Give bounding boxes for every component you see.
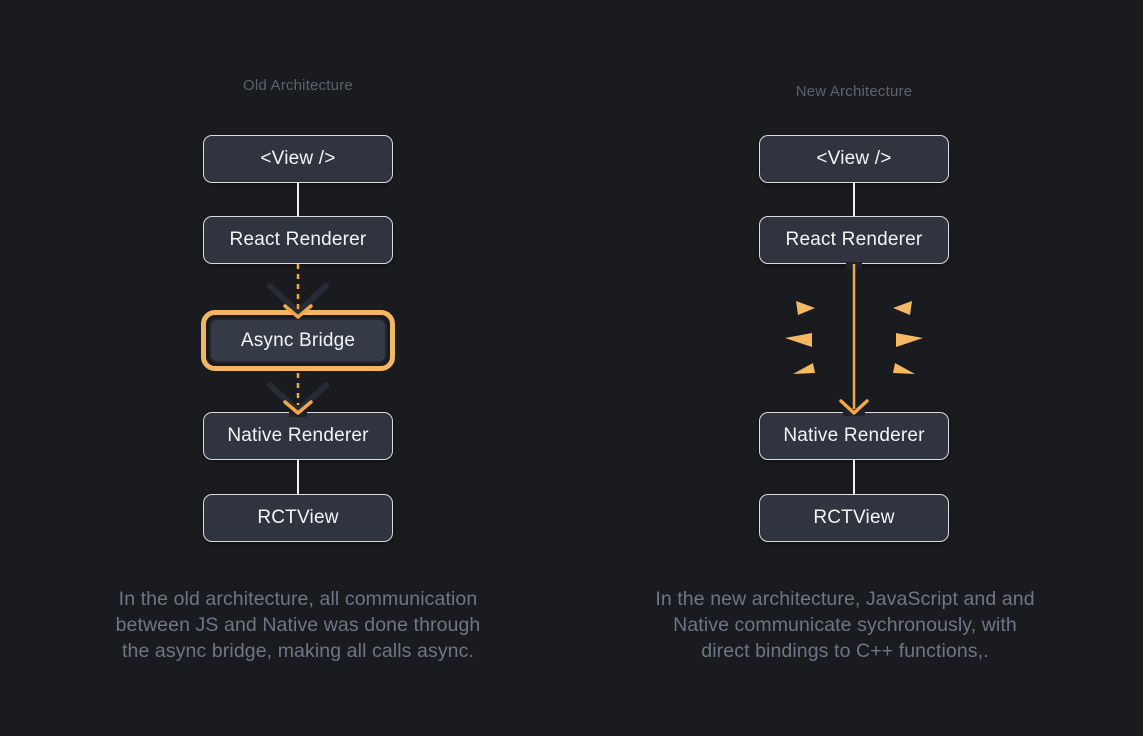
node-react-renderer-old: React Renderer	[203, 216, 393, 264]
old-architecture-caption: In the old architecture, all communicati…	[78, 586, 518, 664]
old-architecture-column: Old Architecture <View /> React Renderer…	[201, 0, 395, 736]
node-native-renderer-old: Native Renderer	[203, 412, 393, 460]
caption-line: between JS and Native was done through	[115, 614, 481, 636]
spark-burst-icon	[785, 301, 815, 374]
node-react-renderer-new-label: React Renderer	[785, 229, 923, 250]
node-rctview-old-label: RCTView	[257, 507, 339, 528]
node-view-old: <View />	[203, 135, 393, 183]
node-rctview-old: RCTView	[203, 494, 393, 542]
connector-native-rct-new	[853, 460, 855, 494]
dashed-arrow-down-icon	[267, 373, 329, 417]
solid-arrow-down-icon	[839, 262, 869, 416]
node-native-renderer-new-label: Native Renderer	[783, 425, 925, 446]
node-react-renderer-new: React Renderer	[759, 216, 949, 264]
spark-burst-icon	[893, 301, 923, 374]
caption-line: Native communicate sychronously, with	[673, 614, 1017, 636]
node-native-renderer-new: Native Renderer	[759, 412, 949, 460]
node-rctview-new: RCTView	[759, 494, 949, 542]
node-view-old-label: <View />	[260, 148, 336, 169]
caption-line: In the new architecture, JavaScript and …	[655, 588, 1035, 610]
dashed-arrow-down-icon	[267, 264, 329, 319]
node-rctview-new-label: RCTView	[813, 507, 895, 528]
caption-line: the async bridge, making all calls async…	[121, 640, 474, 662]
old-architecture-title: Old Architecture	[243, 77, 353, 94]
new-architecture-column: New Architecture <View /> React Renderer…	[759, 0, 949, 736]
node-native-renderer-old-label: Native Renderer	[227, 425, 369, 446]
connector-view-react-old	[297, 183, 299, 216]
connector-view-react-new	[853, 183, 855, 216]
node-view-new: <View />	[759, 135, 949, 183]
new-architecture-title: New Architecture	[795, 83, 913, 100]
connector-native-rct-old	[297, 460, 299, 494]
node-async-bridge: Async Bridge	[209, 318, 387, 363]
caption-line: In the old architecture, all communicati…	[118, 588, 478, 610]
node-view-new-label: <View />	[816, 148, 892, 169]
new-architecture-caption: In the new architecture, JavaScript and …	[620, 586, 1070, 664]
caption-line: direct bindings to C++ functions,.	[701, 640, 989, 662]
node-react-renderer-old-label: React Renderer	[229, 229, 367, 250]
node-async-bridge-highlight-ring: Async Bridge	[201, 310, 395, 371]
node-async-bridge-label: Async Bridge	[240, 329, 356, 351]
